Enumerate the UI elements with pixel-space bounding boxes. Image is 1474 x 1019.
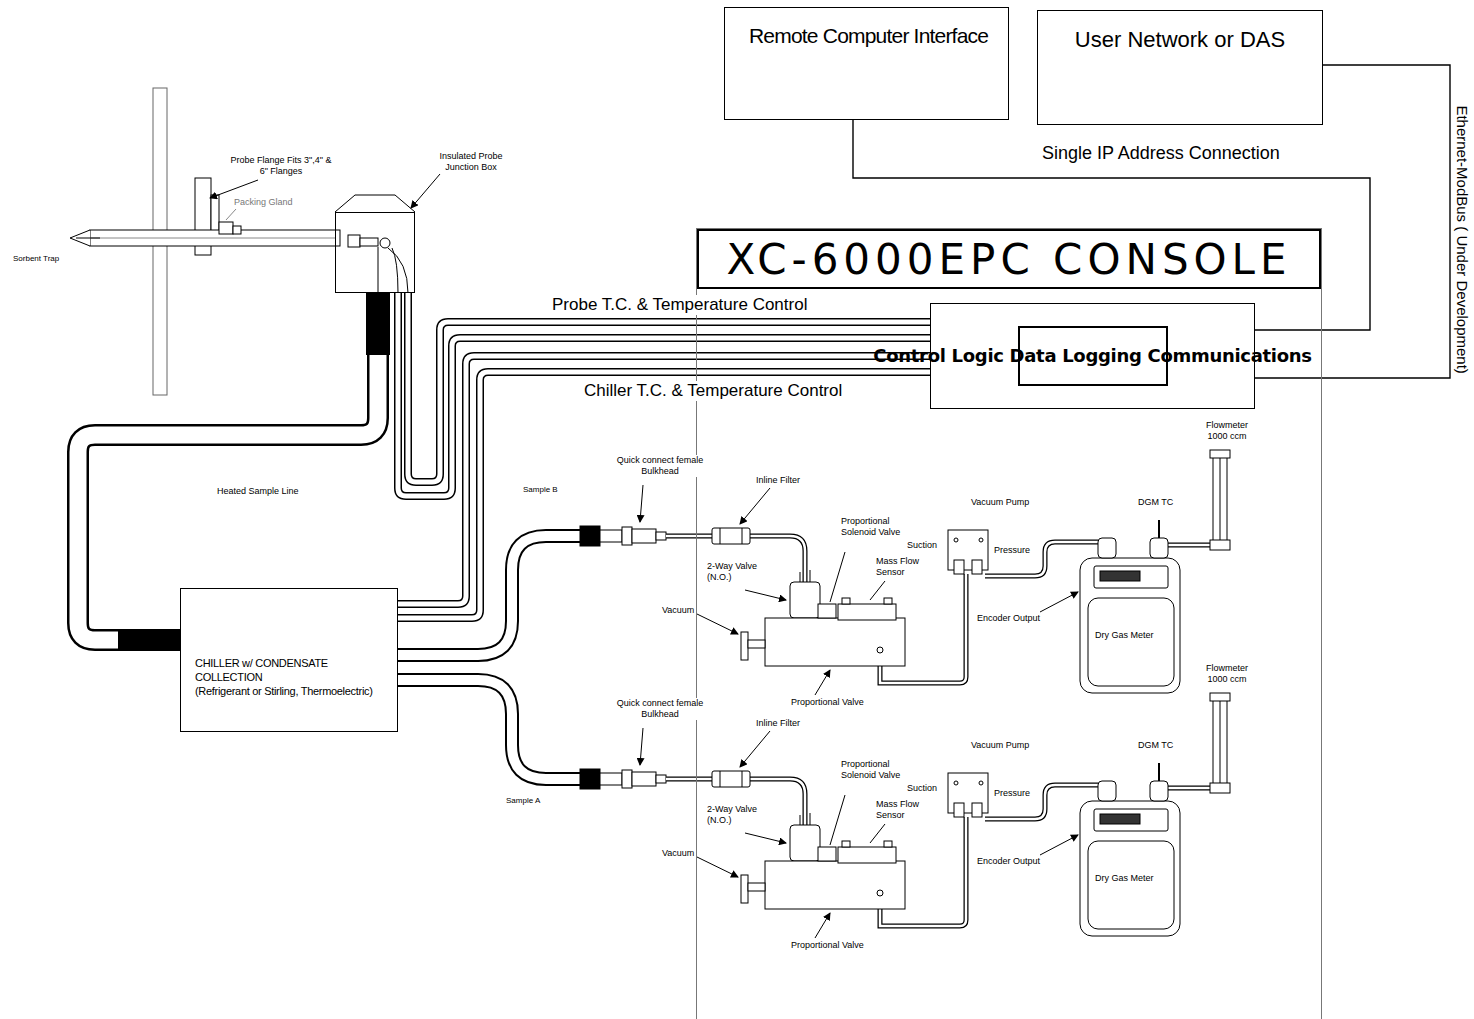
- probe: [70, 88, 440, 395]
- connection-label: Heated Sample Line: [215, 486, 301, 496]
- sample-train-b: [580, 450, 1230, 695]
- tube-outline: [398, 372, 930, 618]
- part-label: Mass Flow Sensor: [875, 799, 933, 821]
- connection-label: Probe T.C. & Temperature Control: [550, 295, 809, 315]
- part-label: Pressure: [993, 788, 1031, 799]
- part-label: Dry Gas Meter: [1094, 873, 1155, 884]
- part-label: DGM TC: [1137, 740, 1174, 751]
- probe-part: [360, 238, 378, 246]
- probe-part: [76, 238, 100, 239]
- sample-line: [398, 536, 582, 779]
- control-logic-box: Control Logic Data Logging Communication…: [930, 303, 1255, 409]
- chiller-box: CHILLER w/ CONDENSATE COLLECTION(Refrige…: [180, 588, 398, 732]
- part-label: Flowmeter 1000 ccm: [1195, 420, 1259, 442]
- part-label: DGM TC: [1137, 497, 1174, 508]
- part-label: Sorbent Trap: [12, 254, 60, 264]
- part-label: Probe Flange Fits 3",4" & 6" Flanges: [225, 155, 337, 177]
- sample-line-part: [398, 536, 582, 779]
- probe-part: [90, 238, 335, 239]
- probe-part: [378, 247, 408, 293]
- part-label: Inline Filter: [755, 718, 801, 729]
- part-label: Proportional Solenoid Valve: [840, 516, 906, 538]
- part-label: Proportional Solenoid Valve: [840, 759, 906, 781]
- part-label: Sample A: [505, 796, 541, 806]
- probe-part: [90, 230, 340, 246]
- part-label: Vacuum Pump: [970, 740, 1030, 751]
- probe-part: [411, 174, 440, 208]
- connection-label: Chiller T.C. & Temperature Control: [582, 381, 844, 401]
- part-label: Suction: [906, 783, 938, 794]
- part-label: Encoder Output: [976, 856, 1041, 867]
- sample-train-a: [580, 693, 1230, 938]
- cable-line: [853, 120, 1370, 330]
- part-label: Encoder Output: [976, 613, 1041, 624]
- part-label: Dry Gas Meter: [1094, 630, 1155, 641]
- node-title: Control Logic Data Logging Communication…: [1018, 326, 1168, 386]
- node-title: XC-6000EPC CONSOLE: [697, 229, 1321, 289]
- probe-part: [348, 235, 360, 247]
- part-label: Vacuum Pump: [970, 497, 1030, 508]
- line-bands-part: [366, 293, 390, 355]
- tube-bore: [398, 372, 930, 618]
- part-label: Vacuum: [661, 848, 695, 859]
- part-label: Quick connect female Bulkhead: [614, 698, 706, 720]
- part-label: Pressure: [993, 545, 1031, 556]
- node-title: CHILLER w/ CONDENSATE COLLECTION: [195, 657, 387, 685]
- tube-bore: [408, 293, 930, 482]
- interface-box: Remote Computer Interface: [724, 7, 1009, 120]
- line-bands-part: [118, 631, 180, 649]
- connection-label: Single IP Address Connection: [1040, 143, 1282, 164]
- part-label: 2-Way Valve (N.O.): [706, 804, 782, 826]
- network-box: User Network or DAS: [1037, 10, 1323, 125]
- part-label: Inline Filter: [755, 475, 801, 486]
- part-label: 2-Way Valve (N.O.): [706, 561, 782, 583]
- connection-label: Ethernet-ModBus ( Under Development): [1453, 104, 1470, 376]
- cable-connector: [853, 120, 1370, 330]
- part-label: Vacuum: [661, 605, 695, 616]
- part-label: Proportional Valve: [790, 697, 865, 708]
- probe-part: [233, 226, 241, 234]
- node-title: Insulated Probe Junction Box: [431, 151, 511, 173]
- probe-part: [210, 180, 258, 198]
- junction-box: Insulated Probe Junction Box: [335, 212, 415, 293]
- part-label: Suction: [906, 540, 938, 551]
- node-title: Remote Computer Interface: [749, 24, 1000, 48]
- probe-part: [335, 195, 415, 212]
- part-label: Mass Flow Sensor: [875, 556, 933, 578]
- tube-connector: [398, 356, 930, 618]
- sample-line-part: [398, 536, 582, 779]
- part-label: Proportional Valve: [790, 940, 865, 951]
- part-label: Flowmeter 1000 ccm: [1195, 663, 1259, 685]
- probe-part: [380, 238, 390, 248]
- node-title: User Network or DAS: [1046, 27, 1314, 53]
- tube-outline: [408, 293, 930, 482]
- probe-part: [226, 209, 236, 220]
- part-label: Packing Gland: [233, 197, 294, 208]
- node-subtitle: (Refrigerant or Stirling, Thermoelectric…: [195, 685, 387, 699]
- probe-part: [219, 222, 233, 234]
- part-label: Quick connect female Bulkhead: [614, 455, 706, 477]
- part-label: Sample B: [522, 485, 559, 495]
